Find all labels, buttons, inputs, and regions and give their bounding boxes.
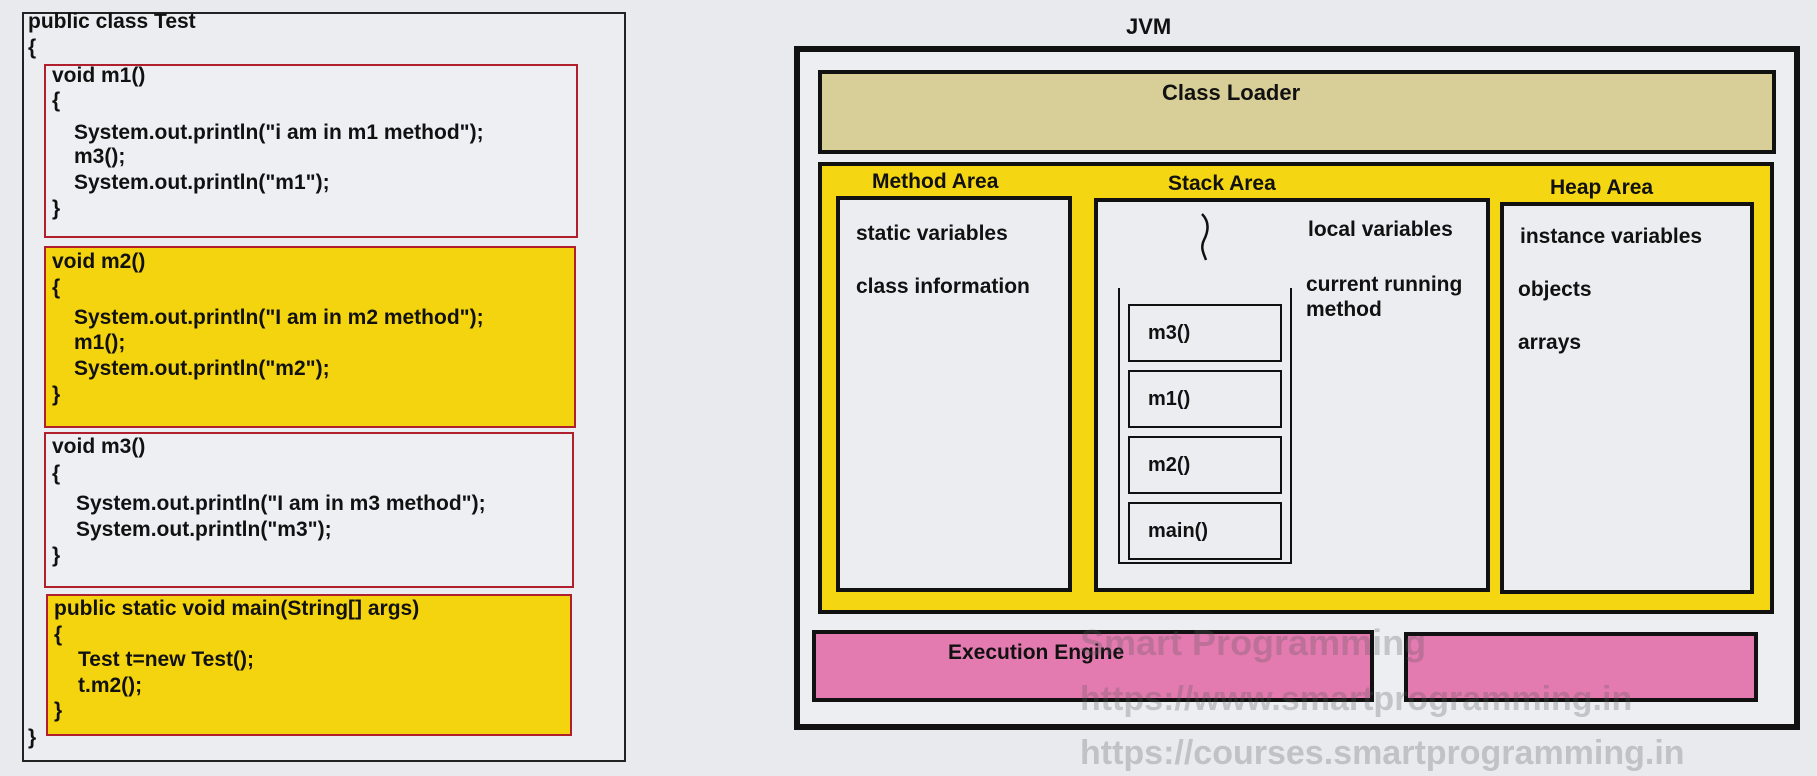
execution-engine-label: Execution Engine <box>948 641 1125 664</box>
code-statement: m3(); <box>74 145 126 168</box>
method-main-block <box>46 594 572 736</box>
code-statement: System.out.println("I am in m2 method"); <box>74 306 484 329</box>
method-m2-signature: void m2() <box>52 250 146 273</box>
method-m1-block <box>44 64 578 238</box>
code-brace: { <box>52 462 61 485</box>
code-statement: System.out.println("m1"); <box>74 171 330 194</box>
heap-area-item: instance variables <box>1520 225 1703 248</box>
code-statement: System.out.println("i am in m1 method"); <box>74 121 484 144</box>
method-area-item: class information <box>856 275 1030 298</box>
method-main-signature: public static void main(String[] args) <box>54 597 420 620</box>
code-statement: t.m2(); <box>78 674 143 697</box>
class-loader-box <box>818 70 1776 154</box>
stack-frame-m2: m2() <box>1128 436 1282 494</box>
heap-area-panel <box>1500 202 1754 594</box>
class-loader-label: Class Loader <box>1162 80 1301 105</box>
code-brace: } <box>52 383 61 406</box>
class-open-brace: { <box>28 36 37 59</box>
stack-area-item: local variables <box>1308 218 1453 241</box>
watermark-url: https://courses.smartprogramming.in <box>1080 734 1685 772</box>
code-statement: System.out.println("m2"); <box>74 357 330 380</box>
code-brace: } <box>52 197 61 220</box>
jvm-title: JVM <box>1126 14 1172 39</box>
code-brace: { <box>52 276 61 299</box>
heap-area-title: Heap Area <box>1550 176 1654 199</box>
native-interface-box <box>1404 632 1758 702</box>
method-m2-block <box>44 246 576 428</box>
stack-frame-m1: m1() <box>1128 370 1282 428</box>
execution-engine-box <box>812 630 1374 702</box>
pointer-arrow-icon <box>1201 213 1209 261</box>
code-brace: } <box>54 699 63 722</box>
method-area-title: Method Area <box>872 170 999 193</box>
code-statement: System.out.println("I am in m3 method"); <box>76 492 486 515</box>
stack-area-title: Stack Area <box>1168 172 1276 195</box>
stack-area-item: current running method <box>1306 273 1463 321</box>
stack-frame-label: m1() <box>1148 388 1191 410</box>
method-m3-block <box>44 432 574 588</box>
code-statement: m1(); <box>74 331 126 354</box>
method-m3-signature: void m3() <box>52 435 146 458</box>
stack-frame-label: m3() <box>1148 322 1191 344</box>
call-stack <box>1118 288 1292 564</box>
stack-frame-label: m2() <box>1148 454 1191 476</box>
class-close-brace: } <box>28 726 37 749</box>
code-statement: System.out.println("m3"); <box>76 518 332 541</box>
method-area-panel <box>836 196 1072 592</box>
code-brace: } <box>52 544 61 567</box>
method-area-item: static variables <box>856 222 1008 245</box>
stack-frame-label: main() <box>1148 520 1208 542</box>
class-declaration: public class Test <box>28 10 196 33</box>
watermark-text: Smart Programming <box>1080 622 1427 663</box>
code-statement: Test t=new Test(); <box>78 648 254 671</box>
stack-frame-main: main() <box>1128 502 1282 560</box>
watermark-url: https://www.smartprogramming.in <box>1080 680 1633 718</box>
code-brace: { <box>54 623 63 646</box>
code-brace: { <box>52 89 61 112</box>
heap-area-item: objects <box>1518 278 1592 301</box>
method-m1-signature: void m1() <box>52 64 146 87</box>
heap-area-item: arrays <box>1518 331 1582 354</box>
stack-frame-m3: m3() <box>1128 304 1282 362</box>
